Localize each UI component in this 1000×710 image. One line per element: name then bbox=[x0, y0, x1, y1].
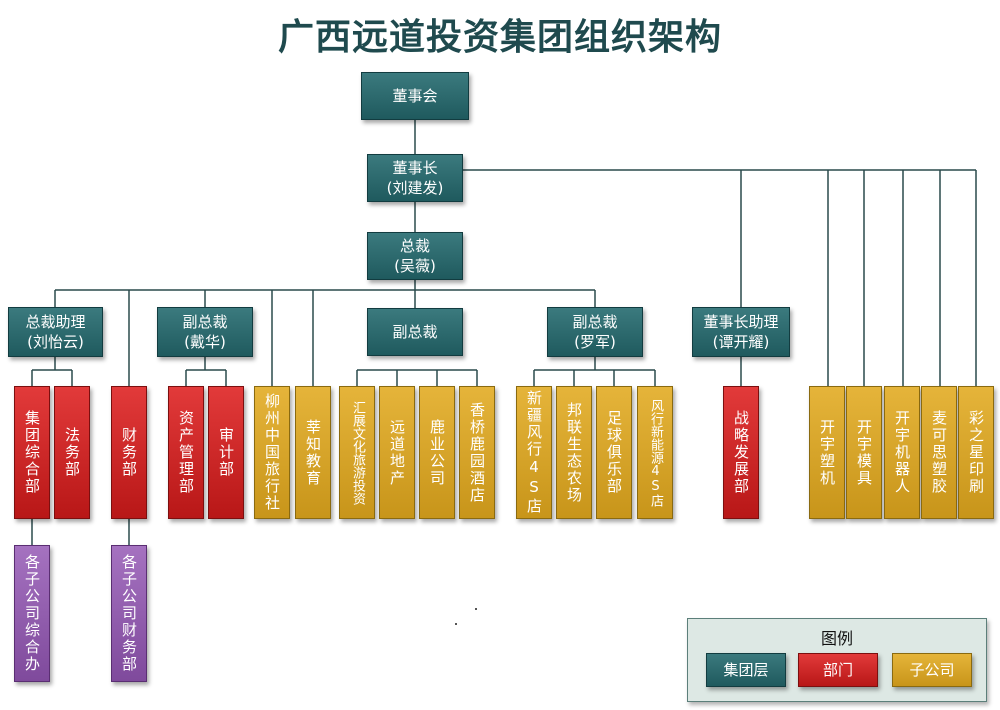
dept-legal[interactable]: 法务部 bbox=[54, 386, 90, 519]
dept-audit-label: 审计部 bbox=[217, 427, 235, 478]
stray-dot bbox=[455, 623, 457, 625]
sub-xiangqiao-hotel-label: 香桥鹿园酒店 bbox=[468, 401, 486, 504]
board-box[interactable]: 董事会 bbox=[361, 72, 469, 120]
chairman-assistant-title: 董事长助理 bbox=[703, 313, 779, 331]
stray-dot bbox=[475, 608, 477, 610]
sub-banglian-farm-label: 邦联生态农场 bbox=[565, 401, 583, 504]
legend-department: 部门 bbox=[798, 653, 878, 687]
legend-subsidiary-label: 子公司 bbox=[909, 661, 955, 679]
sub-kaiyu-plastic[interactable]: 开宇塑机 bbox=[809, 386, 845, 519]
sub-xinjiang-4s-label: 新疆风行4S店 bbox=[525, 390, 543, 515]
chart-title: 广西远道投资集团组织架构 bbox=[277, 17, 722, 58]
dept-strategy-label: 战略发展部 bbox=[732, 410, 750, 495]
sub-fengxing-ev-4s-label: 风行新能源4S店 bbox=[648, 398, 663, 507]
sub-caizhixing-print[interactable]: 彩之星印刷 bbox=[958, 386, 994, 519]
assistant-president-title: 总裁助理 bbox=[25, 313, 86, 331]
dept-asset-mgmt[interactable]: 资产管理部 bbox=[168, 386, 204, 519]
sub-huizhan-culture[interactable]: 汇展文化旅游投资 bbox=[339, 386, 375, 519]
sub-xiangqiao-hotel[interactable]: 香桥鹿园酒店 bbox=[459, 386, 495, 519]
sub-yuandao-realestate-label: 远道地产 bbox=[388, 418, 406, 487]
dept-asset-mgmt-label: 资产管理部 bbox=[177, 410, 195, 495]
sub-liuzhou-travel[interactable]: 柳州中国旅行社 bbox=[254, 386, 290, 519]
assistant-president-name: (刘怡云) bbox=[27, 333, 84, 351]
legend: 图例 集团层 部门 子公司 bbox=[687, 618, 987, 702]
sub-kaiyu-robot[interactable]: 开宇机器人 bbox=[884, 386, 920, 519]
legend-group-level-label: 集团层 bbox=[723, 661, 769, 679]
dept-strategy[interactable]: 战略发展部 bbox=[723, 386, 759, 519]
vp1-title: 副总裁 bbox=[182, 313, 228, 331]
sub-banglian-farm[interactable]: 邦联生态农场 bbox=[556, 386, 592, 519]
sub-xinjiang-4s[interactable]: 新疆风行4S店 bbox=[516, 386, 552, 519]
legend-department-label: 部门 bbox=[822, 661, 853, 679]
sub-kaiyu-plastic-label: 开宇塑机 bbox=[818, 418, 836, 487]
subsidiary-office-box[interactable]: 各子公司综合办 bbox=[14, 545, 50, 682]
chairman-assistant-box[interactable]: 董事长助理 (谭开耀) bbox=[692, 307, 790, 357]
dept-group-office-label: 集团综合部 bbox=[23, 410, 41, 495]
subsidiary-finance-box[interactable]: 各子公司财务部 bbox=[111, 545, 147, 682]
vp3-name: (罗军) bbox=[574, 333, 616, 351]
sub-kaiyu-robot-label: 开宇机器人 bbox=[893, 410, 911, 495]
vp2-box[interactable]: 副总裁 bbox=[367, 308, 463, 356]
sub-football-club-label: 足球俱乐部 bbox=[605, 410, 623, 495]
sub-football-club[interactable]: 足球俱乐部 bbox=[596, 386, 632, 519]
vp1-name: (戴华) bbox=[184, 333, 226, 351]
legend-subsidiary: 子公司 bbox=[892, 653, 972, 687]
dept-audit[interactable]: 审计部 bbox=[208, 386, 244, 519]
subsidiary-office-label: 各子公司综合办 bbox=[23, 554, 41, 673]
chairman-assistant-name: (谭开耀) bbox=[712, 333, 770, 351]
legend-group-level: 集团层 bbox=[706, 653, 786, 687]
legend-title: 图例 bbox=[820, 629, 853, 648]
subsidiary-finance-label: 各子公司财务部 bbox=[120, 554, 138, 673]
sub-liuzhou-travel-label: 柳州中国旅行社 bbox=[263, 393, 281, 512]
sub-luye-label: 鹿业公司 bbox=[428, 418, 446, 487]
chairman-title: 董事长 bbox=[392, 159, 438, 177]
dept-group-office[interactable]: 集团综合部 bbox=[14, 386, 50, 519]
dept-legal-label: 法务部 bbox=[63, 427, 81, 478]
sub-yuandao-realestate[interactable]: 远道地产 bbox=[379, 386, 415, 519]
sub-kaiyu-mold-label: 开宇模具 bbox=[855, 418, 873, 487]
sub-kaiyu-mold[interactable]: 开宇模具 bbox=[846, 386, 882, 519]
sub-fengxing-ev-4s[interactable]: 风行新能源4S店 bbox=[637, 386, 673, 519]
sub-luye[interactable]: 鹿业公司 bbox=[419, 386, 455, 519]
sub-maike-plastic[interactable]: 麦可思塑胶 bbox=[921, 386, 957, 519]
vp2-title: 副总裁 bbox=[392, 323, 438, 341]
chairman-box[interactable]: 董事长 (刘建发) bbox=[367, 154, 463, 202]
sub-caizhixing-print-label: 彩之星印刷 bbox=[967, 410, 985, 495]
president-name: (吴薇) bbox=[394, 257, 436, 275]
assistant-president-box[interactable]: 总裁助理 (刘怡云) bbox=[8, 307, 103, 357]
vp3-title: 副总裁 bbox=[572, 313, 618, 331]
sub-huizhan-culture-label: 汇展文化旅游投资 bbox=[350, 400, 365, 505]
chairman-name: (刘建发) bbox=[386, 179, 444, 197]
sub-xinzhi-edu-label: 莘知教育 bbox=[304, 418, 322, 487]
dept-finance[interactable]: 财务部 bbox=[111, 386, 147, 519]
president-title: 总裁 bbox=[399, 237, 430, 255]
dept-finance-label: 财务部 bbox=[120, 427, 138, 478]
president-box[interactable]: 总裁 (吴薇) bbox=[367, 232, 463, 280]
board-label: 董事会 bbox=[392, 87, 438, 105]
sub-maike-plastic-label: 麦可思塑胶 bbox=[930, 410, 948, 495]
sub-xinzhi-edu[interactable]: 莘知教育 bbox=[295, 386, 331, 519]
vp3-box[interactable]: 副总裁 (罗军) bbox=[547, 307, 643, 357]
vp1-box[interactable]: 副总裁 (戴华) bbox=[157, 307, 253, 357]
